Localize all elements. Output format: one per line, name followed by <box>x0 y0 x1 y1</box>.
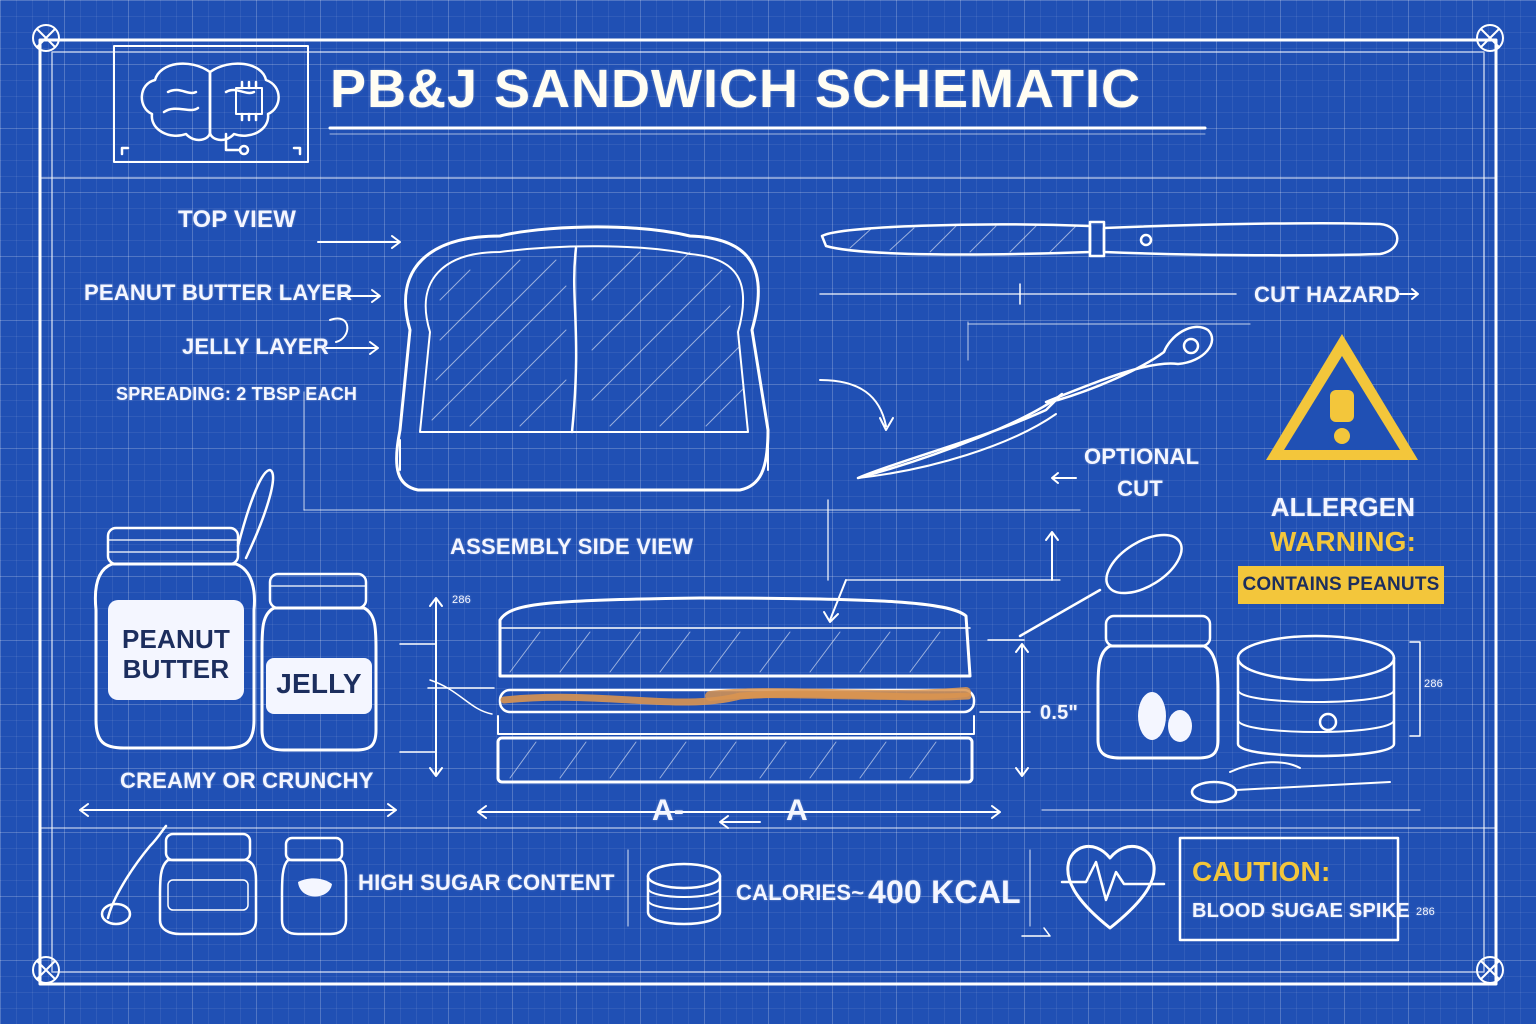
caution-title: CAUTION: <box>1192 856 1331 887</box>
peanut-butter-layer-label: PEANUT BUTTER LAYER <box>84 280 353 305</box>
jar-with-spoon <box>100 824 258 936</box>
thickness-label: 0.5" <box>1040 702 1079 724</box>
jar-lids-stack <box>1236 634 1421 758</box>
peanut-butter-jar-label-1: PEANUT <box>121 624 231 654</box>
page-title: PB&J SANDWICH SCHEMATIC <box>330 59 1142 119</box>
spreading-label: SPREADING: 2 TBSP EACH <box>116 384 358 404</box>
section-marker-right: A <box>786 794 808 827</box>
calories-prefix: CALORIES~ <box>736 880 865 905</box>
optional-cut-label-2: CUT <box>1117 476 1163 501</box>
spoon <box>1190 761 1391 804</box>
corner-screw-icon <box>32 24 60 52</box>
corner-screw-icon <box>1476 956 1504 984</box>
corner-screw-icon <box>32 956 60 984</box>
jelly-layer-label: JELLY LAYER <box>182 334 329 359</box>
warning-label: WARNING: <box>1269 526 1417 557</box>
butter-knife <box>820 220 1399 258</box>
heartbeat-icon <box>1060 845 1166 930</box>
peanut-butter-jar <box>93 468 275 750</box>
calories-value: 400 KCAL <box>868 874 1021 910</box>
dimension-code: 286 <box>1416 906 1435 918</box>
spoon <box>1018 533 1183 638</box>
caution-box <box>1178 836 1400 942</box>
caution-text: BLOOD SUGAE SPIKE <box>1192 900 1410 922</box>
jelly-jar <box>260 572 378 752</box>
optional-cut-label-1: OPTIONAL <box>1084 444 1200 469</box>
assembly-side-view-label: ASSEMBLY SIDE VIEW <box>450 534 694 559</box>
small-jelly-jar <box>280 836 348 936</box>
contains-peanuts-badge: CONTAINS PEANUTS <box>1238 566 1444 604</box>
jelly-jar-label: JELLY <box>276 668 362 699</box>
section-marker-left: A- <box>652 794 685 827</box>
peanut-butter-jar-label-2: BUTTER <box>122 654 230 684</box>
warning-triangle-icon <box>1266 334 1418 460</box>
spreading-knife <box>856 325 1214 480</box>
small-jar-right <box>1096 614 1220 760</box>
bread-top-view <box>395 225 770 492</box>
top-view-label: TOP VIEW <box>178 206 297 233</box>
dimension-code: 286 <box>1424 678 1443 690</box>
cut-hazard-label: CUT HAZARD <box>1254 282 1401 307</box>
corner-screw-icon <box>1476 24 1504 52</box>
sandwich-side-view <box>496 596 976 784</box>
sheet-frame <box>38 38 1498 986</box>
allergen-label: ALLERGEN <box>1270 492 1416 522</box>
dimension-code: 286 <box>452 594 471 606</box>
brain-chip-icon <box>113 45 309 163</box>
creamy-or-crunchy-label: CREAMY OR CRUNCHY <box>120 768 374 793</box>
coins-stack <box>646 862 722 926</box>
high-sugar-label: HIGH SUGAR CONTENT <box>358 870 615 895</box>
